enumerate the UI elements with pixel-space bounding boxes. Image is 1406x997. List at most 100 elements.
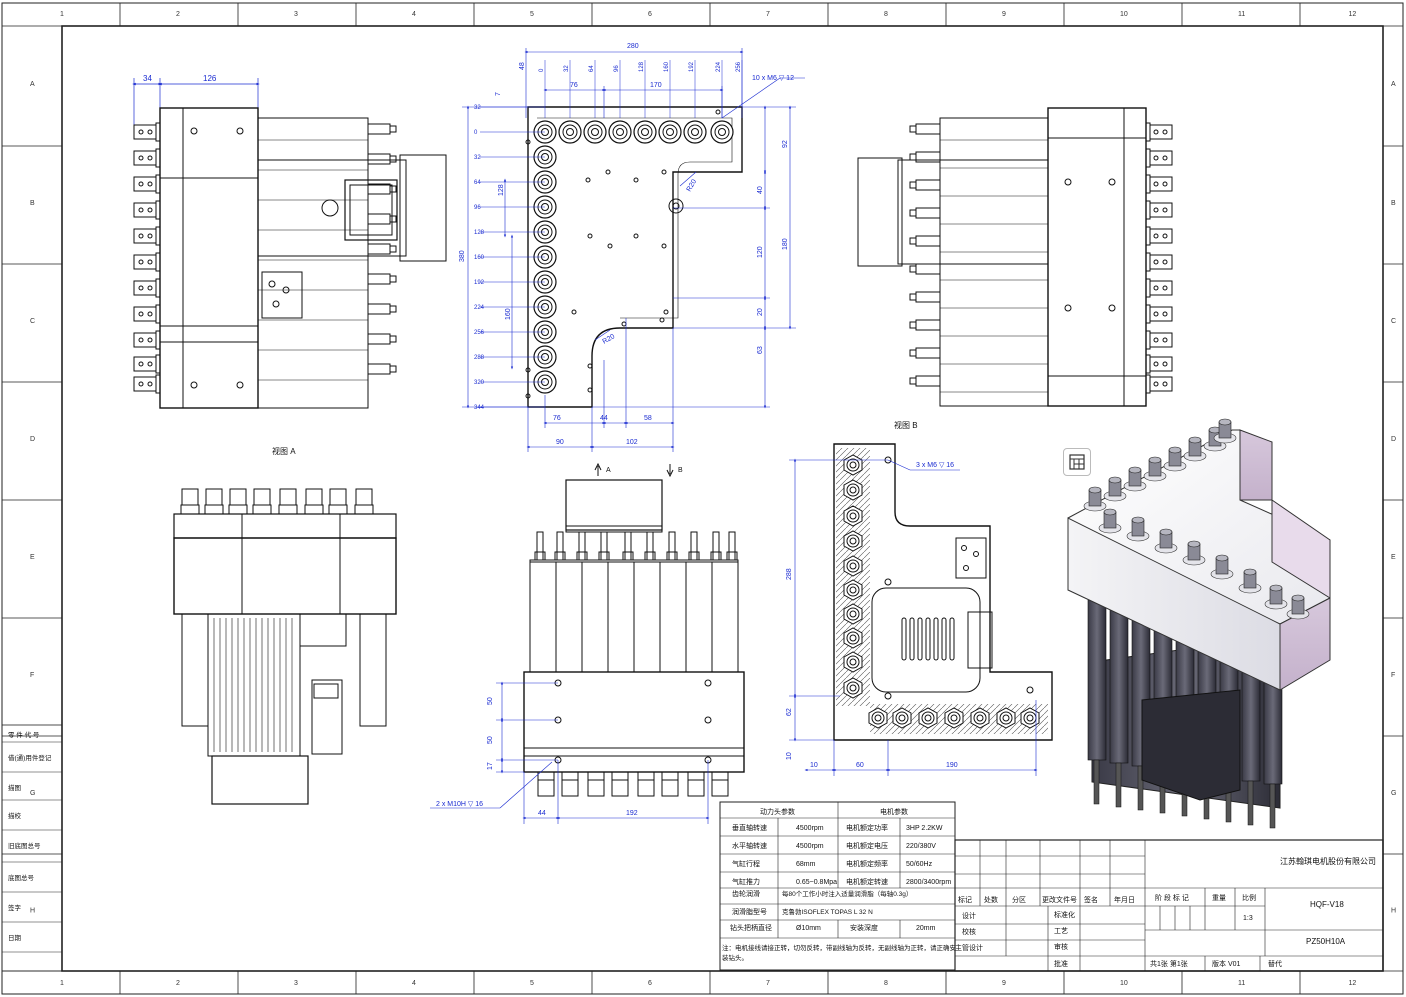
param-gear-key: 齿轮润滑 — [732, 889, 760, 898]
dim-44-front: 44 — [538, 810, 546, 817]
x-tick-32: 32 — [564, 65, 570, 72]
sheet-count: 共1张 第1张 — [1150, 959, 1188, 968]
param-chuck-key: 钻头把柄直径 — [730, 923, 772, 932]
param-gear-value: 每80个工作小时注入适量润滑脂（每轴0.3g） — [782, 889, 912, 898]
x-tick-192: 192 — [689, 61, 695, 72]
revision-header-0: 标记 — [958, 895, 972, 904]
thread-callout-bottom: 3 x M6 ▽ 16 — [916, 462, 954, 469]
dim-20: 20 — [757, 308, 764, 316]
dim-63: 63 — [757, 346, 764, 354]
role-left-1: 校核 — [962, 927, 976, 936]
dim-62: 62 — [786, 708, 793, 716]
dim-bottom-76: 76 — [553, 415, 561, 422]
grid-col-6: 6 — [648, 11, 652, 18]
grid-col-5: 5 — [530, 980, 534, 987]
y-tick-0: 32 — [474, 105, 481, 111]
top-view-dimension-texts: 280 76 170 10 x M6 ▽ 12 48 7 380 128 160… — [459, 43, 794, 446]
dim-288: 288 — [786, 568, 793, 580]
dim-7: 7 — [495, 92, 502, 96]
view-right-side — [857, 107, 1173, 407]
grid-row-H: H — [30, 908, 35, 915]
motor-key-0: 电机额定功率 — [846, 823, 888, 832]
weight-label: 重量 — [1212, 894, 1226, 902]
margin-label-0: 零 件 代 号 — [8, 730, 40, 739]
dim-128: 128 — [498, 184, 505, 196]
dim-10-horizontal: 10 — [810, 762, 818, 769]
dim-190: 190 — [946, 762, 958, 769]
param-note: 注：电机接线请接正转，切勿反转，带副线轴为反转，无副线轴为正转，请正确安装钻头。 — [722, 943, 957, 962]
param-head-title: 动力头参数 — [760, 807, 795, 816]
view-front-center — [430, 462, 745, 824]
param-value-2: 68mm — [796, 861, 816, 868]
dim-bottom-44: 44 — [600, 415, 608, 422]
dim-126: 126 — [203, 74, 217, 83]
role-left-2: 主管设计 — [955, 943, 983, 952]
grid-col-12: 12 — [1349, 980, 1357, 987]
param-key-1: 水平轴转速 — [732, 841, 767, 850]
grid-row-E: E — [30, 554, 35, 561]
view-a-label: 视图 A — [272, 446, 296, 456]
dim-bottom-58: 58 — [644, 415, 652, 422]
grid-row-B: B — [1391, 200, 1396, 207]
dim-120: 120 — [757, 246, 764, 258]
dim-bottom-90: 90 — [556, 439, 564, 446]
y-tick-10: 288 — [474, 355, 485, 361]
grid-row-D: D — [1391, 436, 1396, 443]
dim-60: 60 — [856, 762, 864, 769]
margin-label-3: 描校 — [8, 811, 22, 820]
scale-label: 比例 — [1242, 893, 1256, 902]
grid-view-icon — [1069, 454, 1085, 470]
radius-lower: R20 — [602, 333, 617, 346]
x-tick-224: 224 — [716, 61, 722, 72]
grid-row-H: H — [1391, 908, 1396, 915]
param-motor-title: 电机参数 — [880, 807, 908, 816]
x-tick-256: 256 — [736, 61, 742, 72]
dim-76: 76 — [570, 82, 578, 89]
grid-col-4: 4 — [412, 11, 416, 18]
param-depth-value: 20mm — [916, 925, 936, 932]
dim-50-lower: 50 — [487, 736, 494, 744]
y-tick-1: 0 — [474, 130, 478, 136]
dim-280: 280 — [627, 43, 639, 50]
grid-row-A: A — [1391, 81, 1396, 88]
role-mid-2: 审核 — [1054, 942, 1068, 951]
y-tick-7: 192 — [474, 280, 485, 286]
grid-row-E: E — [1391, 554, 1396, 561]
grid-col-10: 10 — [1120, 980, 1128, 987]
grid-col-9: 9 — [1002, 980, 1006, 987]
grid-col-8: 8 — [884, 980, 888, 987]
grid-col-1: 1 — [60, 980, 64, 987]
view-bottom-plan — [789, 443, 1053, 776]
dim-neg-48: 48 — [519, 62, 526, 70]
thread-callout-top: 10 x M6 ▽ 12 — [752, 75, 794, 82]
motor-value-1: 220/380V — [906, 843, 936, 850]
motor-value-3: 2800/3400rpm — [906, 879, 951, 886]
view-b-label: 视图 B — [894, 420, 918, 430]
grid-row-C: C — [1391, 318, 1396, 325]
motor-key-1: 电机额定电压 — [846, 841, 888, 850]
y-tick-5: 128 — [474, 230, 485, 236]
role-left-0: 设计 — [962, 911, 976, 920]
section-arrow-b: B — [678, 467, 683, 474]
grid-col-2: 2 — [176, 11, 180, 18]
y-tick-12: 344 — [474, 405, 485, 411]
view-toggle-button[interactable] — [1063, 448, 1091, 476]
role-mid-3: 批准 — [1054, 959, 1068, 968]
dim-192: 192 — [626, 810, 638, 817]
stage-mark-label: 阶 段 标 记 — [1155, 893, 1189, 902]
title-block: 江苏翰琪电机股份有限公司 HQF-V18 PZ50H10A 标记处数分区更改文件… — [954, 839, 1384, 972]
dim-34: 34 — [143, 74, 152, 83]
role-mid-1: 工艺 — [1054, 927, 1068, 935]
grid-col-4: 4 — [412, 980, 416, 987]
section-arrow-a: A — [606, 467, 611, 474]
bottom-view-dimension-texts: 3 x M6 ▽ 16 288 62 10 10 60 190 — [786, 462, 958, 769]
grid-col-10: 10 — [1120, 11, 1128, 18]
margin-label-2: 描图 — [8, 783, 21, 792]
grid-row-C: C — [30, 318, 35, 325]
grid-row-G: G — [30, 790, 35, 797]
grid-row-F: F — [1391, 672, 1395, 679]
x-tick-160: 160 — [664, 61, 670, 72]
grid-row-B: B — [30, 200, 35, 207]
